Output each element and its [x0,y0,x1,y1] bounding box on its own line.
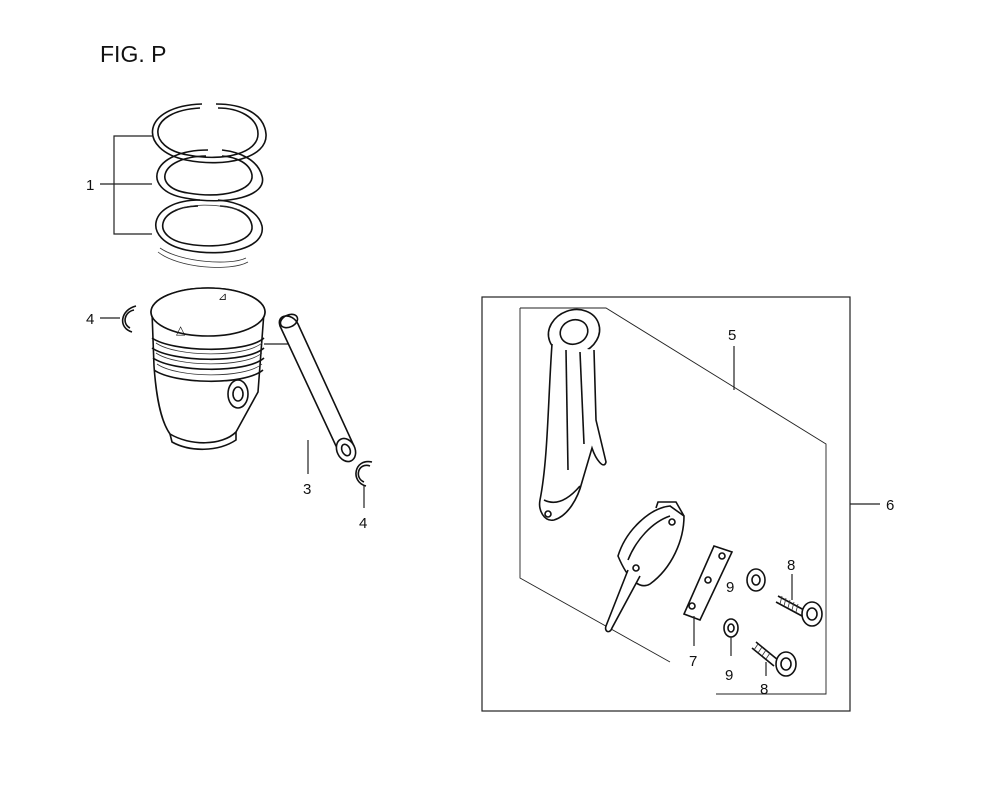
figure-title: FIG. P [100,41,166,67]
oil-dipper-rod [604,569,641,633]
clip-right [355,460,373,487]
top-ring [151,103,267,164]
piston-pin [278,313,357,463]
connecting-rod [538,308,607,521]
pin-boss [227,379,249,409]
crown-mark: △ [176,323,186,337]
rod-beam [538,343,607,521]
lock-washer-top [746,568,766,592]
piston-ring-set [151,103,267,268]
callout-4-left: 4 [86,311,94,328]
lock-washer-bottom [723,618,739,638]
svg-text:⊿: ⊿ [218,291,227,303]
rod-cap [604,501,685,633]
callout-3: 3 [303,481,311,498]
inner-box-top [520,307,827,662]
bolt-bottom [751,641,797,677]
callout-1: 1 [86,177,94,194]
outer-box [481,296,851,712]
callout-1-bracket [100,135,152,235]
callout-8-bottom: 8 [760,681,768,698]
callout-7: 7 [689,653,697,670]
callout-6: 6 [886,497,894,514]
piston: △ ⊿ [150,287,266,451]
inner-box-left [519,308,671,663]
callout-5: 5 [728,327,736,344]
oil-ring [155,199,263,254]
ring-groove [151,337,265,351]
bolt-top [775,595,823,627]
callout-4-right: 4 [359,515,367,532]
clip-left [121,305,137,333]
callout-9-top: 9 [726,579,734,596]
callout-8-top: 8 [787,557,795,574]
oil-dipper-plate [682,545,734,622]
callout-9-bottom: 9 [725,667,733,684]
assembly-frame [481,296,851,712]
